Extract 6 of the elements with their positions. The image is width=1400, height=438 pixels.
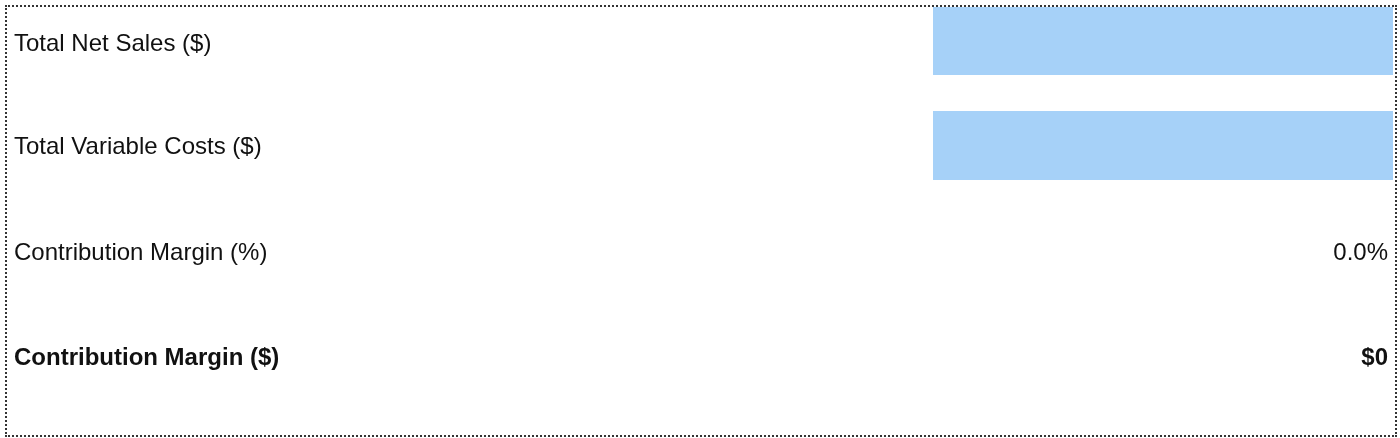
value-text: $0 [1361, 342, 1388, 372]
value-text: 0.0% [1333, 237, 1388, 267]
row-label: Contribution Margin (%) [14, 237, 268, 267]
row-label: Total Variable Costs ($) [14, 131, 262, 161]
row-label: Total Net Sales ($) [14, 28, 212, 58]
row-label: Contribution Margin ($) [14, 342, 280, 372]
